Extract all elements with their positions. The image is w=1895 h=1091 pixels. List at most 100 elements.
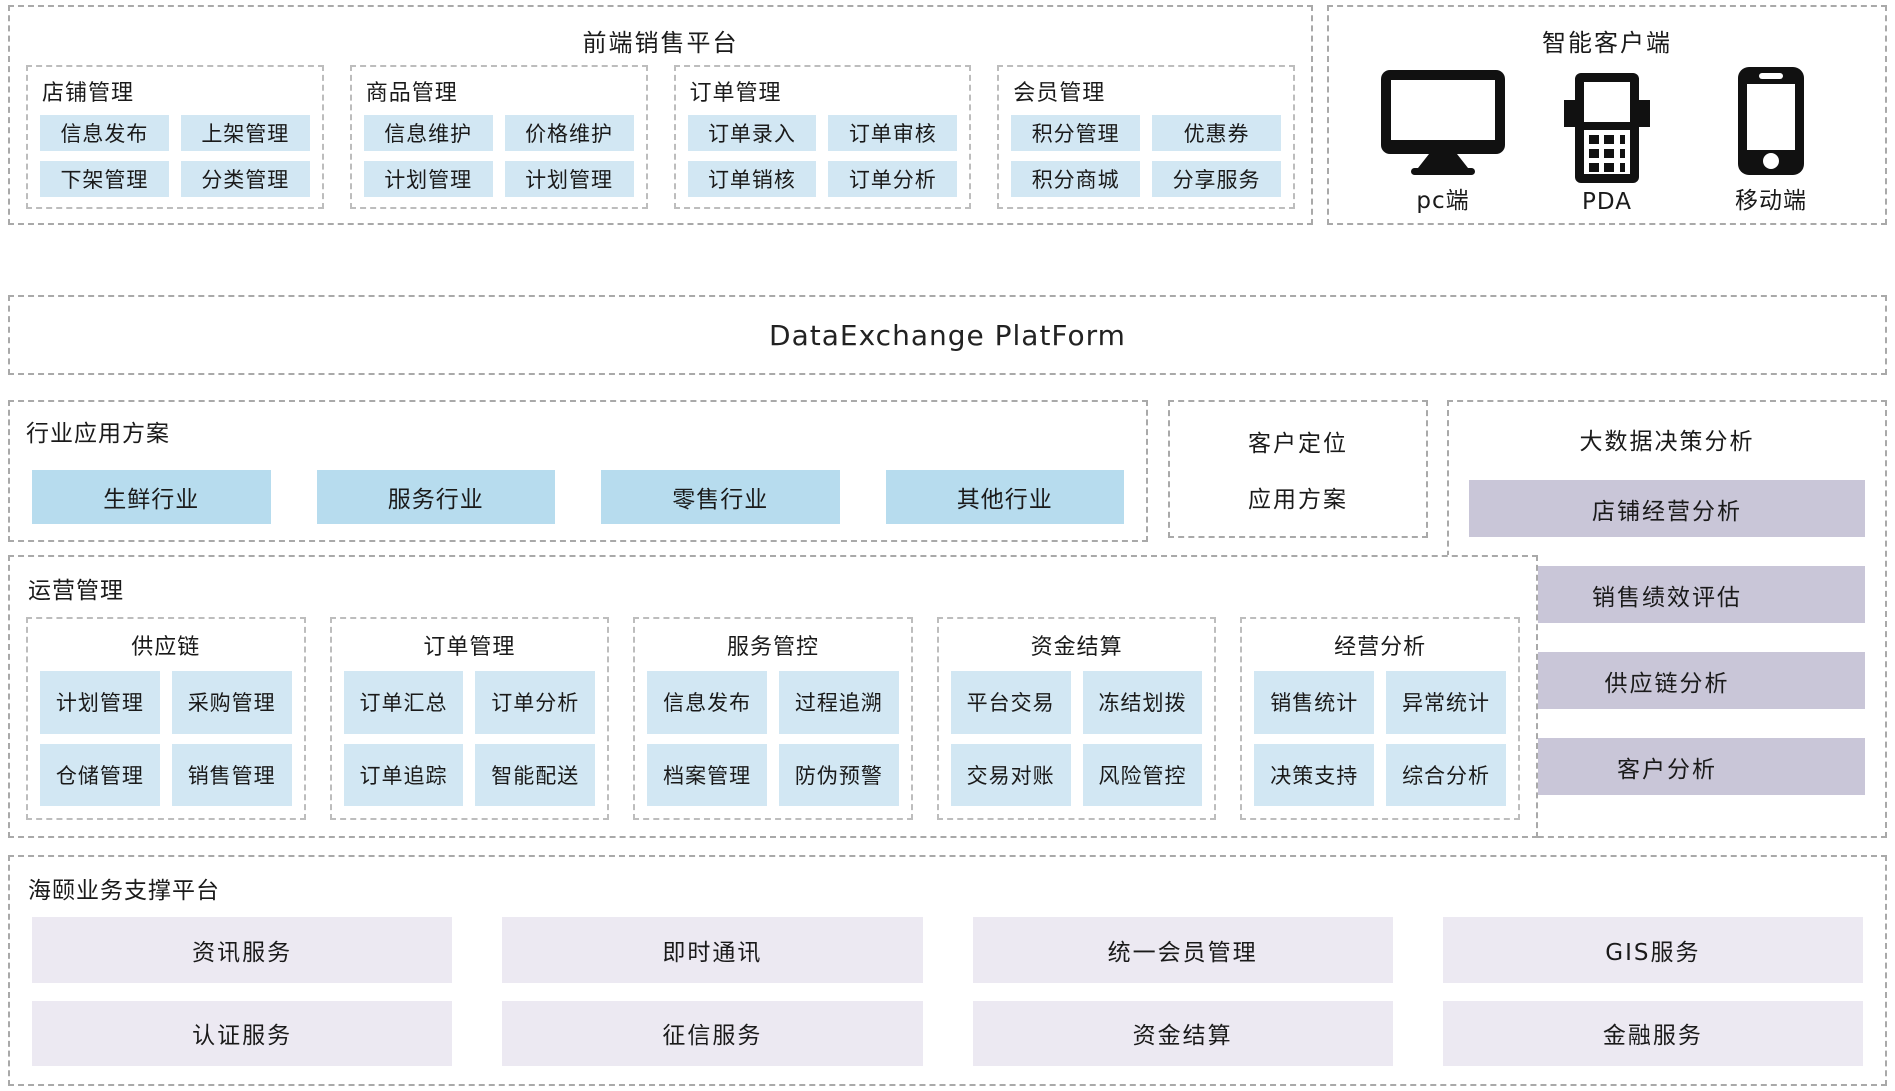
module-chip: 订单销核 <box>687 161 817 197</box>
group-title: 店铺管理 <box>42 81 135 106</box>
service-chip: GIS服务 <box>1442 917 1863 983</box>
module-chip: 订单分析 <box>828 161 958 197</box>
module-chip: 防伪预警 <box>778 743 899 806</box>
group-business-analysis: 经营分析 销售统计 异常统计 决策支持 综合分析 <box>1240 617 1520 820</box>
customer-positioning-line1: 客户定位 <box>1248 431 1348 457</box>
chip-grid: 信息发布 过程追溯 档案管理 防伪预警 <box>647 671 899 806</box>
group-title: 订单管理 <box>423 635 516 660</box>
customer-positioning-line2: 应用方案 <box>1248 487 1348 513</box>
chip-grid: 信息维护 价格维护 计划管理 计划管理 <box>363 115 634 197</box>
pda-icon <box>1564 73 1650 183</box>
industry-solutions-title: 行业应用方案 <box>26 421 170 447</box>
operations-groups: 供应链 计划管理 采购管理 仓储管理 销售管理 订单管理 订单汇总 订单分析 订… <box>26 617 1520 820</box>
module-chip: 计划管理 <box>504 161 634 197</box>
group-title: 会员管理 <box>1013 81 1106 106</box>
module-chip: 综合分析 <box>1386 743 1506 806</box>
bigdata-analysis-title: 大数据决策分析 <box>1579 429 1755 455</box>
device-label: PDA <box>1582 189 1632 215</box>
client-devices: pc端 <box>1363 63 1851 215</box>
industry-chip: 服务行业 <box>316 470 555 524</box>
module-chip: 信息维护 <box>363 115 493 151</box>
analysis-chip: 店铺经营分析 <box>1469 480 1865 537</box>
group-member-management: 会员管理 积分管理 优惠券 积分商城 分享服务 <box>997 65 1295 209</box>
group-service-control: 服务管控 信息发布 过程追溯 档案管理 防伪预警 <box>633 617 913 820</box>
chip-grid: 信息发布 上架管理 下架管理 分类管理 <box>40 115 310 197</box>
operations-management-title: 运营管理 <box>28 578 124 604</box>
module-chip: 交易对账 <box>950 743 1071 806</box>
group-order-management-ops: 订单管理 订单汇总 订单分析 订单追踪 智能配送 <box>329 617 610 820</box>
group-title: 供应链 <box>131 635 201 660</box>
chip-grid: 销售统计 异常统计 决策支持 综合分析 <box>1254 671 1506 806</box>
module-chip: 下架管理 <box>40 161 169 197</box>
module-chip: 采购管理 <box>171 671 292 734</box>
chip-grid: 订单录入 订单审核 订单销核 订单分析 <box>687 115 958 197</box>
frontend-sales-platform-title: 前端销售平台 <box>582 29 739 57</box>
service-chip: 资金结算 <box>972 1000 1393 1066</box>
device-pc: pc端 <box>1363 63 1523 215</box>
chip-grid: 积分管理 优惠券 积分商城 分享服务 <box>1011 115 1281 197</box>
frontend-groups: 店铺管理 信息发布 上架管理 下架管理 分类管理 商品管理 信息维护 价格维护 … <box>26 65 1295 209</box>
module-chip: 上架管理 <box>180 115 310 151</box>
group-product-management: 商品管理 信息维护 价格维护 计划管理 计划管理 <box>349 65 648 209</box>
module-chip: 订单分析 <box>475 671 596 734</box>
module-chip: 分享服务 <box>1152 161 1281 197</box>
module-chip: 计划管理 <box>363 161 493 197</box>
industry-chip: 其他行业 <box>885 470 1124 524</box>
support-services-grid: 资讯服务 即时通讯 统一会员管理 GIS服务 认证服务 征信服务 资金结算 金融… <box>32 917 1863 1066</box>
desktop-icon <box>1380 69 1506 175</box>
support-platform-title: 海颐业务支撑平台 <box>28 878 220 904</box>
module-chip: 计划管理 <box>40 671 160 734</box>
module-chip: 信息发布 <box>40 115 169 151</box>
data-exchange-platform-title: DataExchange PlatForm <box>769 318 1126 352</box>
industry-solutions-section: 行业应用方案 生鲜行业 服务行业 零售行业 其他行业 <box>8 400 1148 542</box>
group-title: 商品管理 <box>365 81 458 106</box>
module-chip: 销售管理 <box>171 743 292 806</box>
industry-buttons: 生鲜行业 服务行业 零售行业 其他行业 <box>32 470 1124 524</box>
module-chip: 平台交易 <box>950 671 1071 734</box>
module-chip: 订单汇总 <box>343 671 464 734</box>
mobile-icon <box>1738 67 1804 175</box>
smart-clients-title: 智能客户端 <box>1542 29 1672 57</box>
chip-grid: 计划管理 采购管理 仓储管理 销售管理 <box>40 671 292 806</box>
service-chip: 即时通讯 <box>502 917 923 983</box>
module-chip: 优惠券 <box>1152 115 1281 151</box>
device-pda: PDA <box>1527 63 1687 215</box>
group-title: 订单管理 <box>689 81 782 106</box>
module-chip: 异常统计 <box>1386 671 1506 734</box>
module-chip: 订单追踪 <box>343 743 464 806</box>
frontend-sales-platform-section: 前端销售平台 店铺管理 信息发布 上架管理 下架管理 分类管理 商品管理 信息维… <box>8 5 1313 225</box>
industry-chip: 零售行业 <box>601 470 840 524</box>
device-label: 移动端 <box>1735 188 1807 214</box>
service-chip: 资讯服务 <box>32 917 453 983</box>
module-chip: 分类管理 <box>180 161 310 197</box>
group-title: 资金结算 <box>1030 635 1123 660</box>
module-chip: 档案管理 <box>647 743 767 806</box>
module-chip: 冻结划拨 <box>1082 671 1203 734</box>
device-label: pc端 <box>1416 188 1470 214</box>
industry-chip: 生鲜行业 <box>32 470 271 524</box>
bigdata-chips: 店铺经营分析 销售绩效评估 供应链分析 客户分析 <box>1469 480 1865 795</box>
module-chip: 积分管理 <box>1011 115 1141 151</box>
group-title: 服务管控 <box>726 635 819 660</box>
module-chip: 风险管控 <box>1082 743 1203 806</box>
operations-management-section: 运营管理 供应链 计划管理 采购管理 仓储管理 销售管理 订单管理 订单汇总 订… <box>8 555 1538 838</box>
group-supply-chain: 供应链 计划管理 采购管理 仓储管理 销售管理 <box>26 617 306 820</box>
module-chip: 订单审核 <box>828 115 958 151</box>
smart-clients-section: 智能客户端 pc端 <box>1327 5 1887 225</box>
module-chip: 订单录入 <box>687 115 817 151</box>
group-order-management: 订单管理 订单录入 订单审核 订单销核 订单分析 <box>673 65 972 209</box>
service-chip: 统一会员管理 <box>972 917 1393 983</box>
support-platform-section: 海颐业务支撑平台 资讯服务 即时通讯 统一会员管理 GIS服务 认证服务 征信服… <box>8 855 1887 1086</box>
group-store-management: 店铺管理 信息发布 上架管理 下架管理 分类管理 <box>26 65 324 209</box>
module-chip: 价格维护 <box>504 115 634 151</box>
service-chip: 征信服务 <box>502 1000 923 1066</box>
customer-positioning-section: 客户定位 应用方案 <box>1168 400 1428 538</box>
service-chip: 认证服务 <box>32 1000 453 1066</box>
data-exchange-platform-band: DataExchange PlatForm <box>8 295 1887 375</box>
device-mobile: 移动端 <box>1691 63 1851 215</box>
module-chip: 积分商城 <box>1011 161 1141 197</box>
chip-grid: 平台交易 冻结划拨 交易对账 风险管控 <box>950 671 1203 806</box>
group-fund-settlement: 资金结算 平台交易 冻结划拨 交易对账 风险管控 <box>936 617 1217 820</box>
group-title: 经营分析 <box>1334 635 1427 660</box>
service-chip: 金融服务 <box>1442 1000 1863 1066</box>
